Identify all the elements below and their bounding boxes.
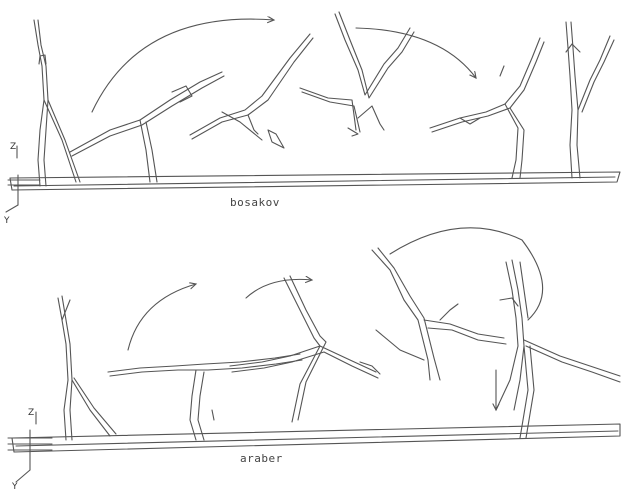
axis-label-z-top: Z [10,142,16,152]
motion-arrow-3 [128,284,196,350]
axis-label-y-top: Y [4,216,10,226]
beam-top [10,172,620,190]
motion-arrow-4 [246,279,312,298]
figure-2-cartwheel [372,248,506,380]
figure-1-finish [566,22,614,178]
panel-label-bottom: araber [240,452,283,465]
figure-1-split [70,72,224,182]
axis-indicator-top [6,146,40,212]
figure-2-arabesque [108,354,302,440]
axis-label-y-bottom: Y [12,482,18,492]
motion-arrow-1 [92,19,274,112]
motion-arrow-5 [390,228,543,320]
axis-indicator-bottom [8,412,52,482]
figure-1-standing [34,20,80,186]
panel-label-top: bosakov [230,196,280,209]
figure-1-airborne-b [300,12,414,136]
figure-1-airborne-a [190,34,313,148]
beam-bottom [12,424,620,452]
motion-arrow-2 [356,28,476,78]
figure-2-finish [496,260,620,438]
figure-2-standing [58,296,116,440]
axis-label-z-bottom: Z [28,408,34,418]
figure-2-twist [230,276,380,422]
figure-1-walkover [430,38,544,178]
